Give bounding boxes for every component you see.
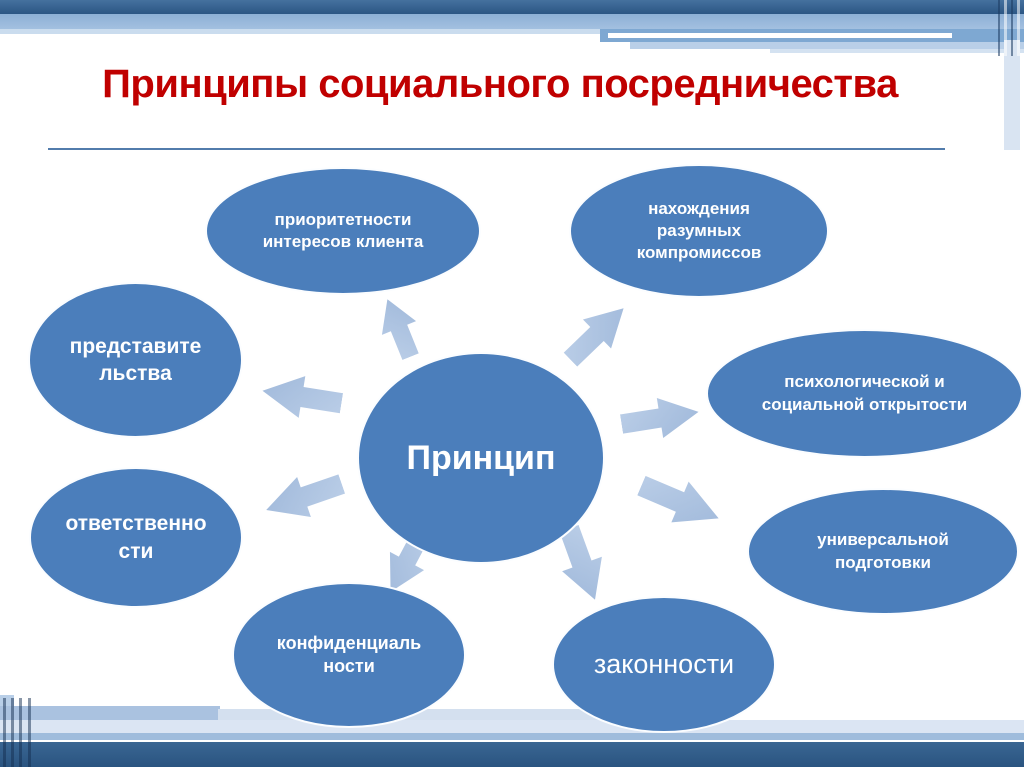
header-white-strip (608, 33, 952, 38)
footer-tick-bar (3, 698, 6, 767)
node-compromise-ellipse: нахождения разумных компромиссов (569, 164, 829, 298)
footer-band-pale (0, 720, 1024, 733)
arrow-right-up-icon (618, 390, 702, 446)
node-openness-label: психологической и социальной открытости (761, 372, 968, 414)
node-confidentiality-label: конфиденциаль ности (276, 632, 422, 676)
header-tick-bar (1004, 0, 1007, 56)
footer-band-light-left (0, 706, 220, 720)
footer-tick-bar (19, 698, 22, 767)
footer-corner-block (0, 695, 14, 706)
node-representation-label: представите льства (69, 334, 202, 385)
footer-tick-bar (11, 698, 14, 767)
footer-band-medium (0, 733, 1024, 740)
arrow-up-left-icon (369, 292, 429, 364)
node-legality-label: законности (593, 648, 735, 679)
header-bar-dark (0, 0, 1024, 14)
header-side-column (1004, 40, 1020, 150)
header-bar-medium (0, 14, 1024, 29)
arrow-left-down-icon (259, 462, 350, 532)
header-tick-bar (1011, 0, 1013, 56)
arrow-up-right-icon (555, 292, 639, 375)
footer-band-lighter (218, 709, 638, 720)
node-priority-label: приоритетности интересов клиента (262, 209, 424, 251)
arrow-right-down-icon (632, 463, 728, 540)
footer-bar-dark (0, 742, 1024, 767)
header-light-strip (630, 42, 1024, 49)
center-principle-circle: Принцип (357, 352, 605, 564)
header-light-strip-2 (770, 49, 1024, 53)
title-divider-line (48, 148, 945, 150)
node-universal-ellipse: универсальной подготовки (747, 488, 1019, 615)
node-legality-ellipse: законности (552, 596, 776, 733)
center-principle-label: Принцип (406, 438, 556, 477)
node-openness-ellipse: психологической и социальной открытости (706, 329, 1023, 458)
node-responsibility-label: ответственно сти (65, 512, 207, 563)
node-priority-ellipse: приоритетности интересов клиента (205, 167, 481, 295)
header-tick-bar (998, 0, 1000, 56)
header-bar-light (0, 29, 1024, 34)
arrow-left-up-icon (259, 368, 345, 426)
node-representation-ellipse: представите льства (28, 282, 243, 438)
node-confidentiality-ellipse: конфиденциаль ности (232, 582, 466, 728)
footer-tick-bar (28, 698, 31, 767)
header-tick-bar (1017, 0, 1020, 56)
slide-title: Принципы социального посредничества (102, 62, 898, 106)
node-responsibility-ellipse: ответственно сти (29, 467, 243, 608)
node-compromise-label: нахождения разумных компромиссов (636, 198, 762, 263)
node-universal-label: универсальной подготовки (817, 530, 949, 572)
